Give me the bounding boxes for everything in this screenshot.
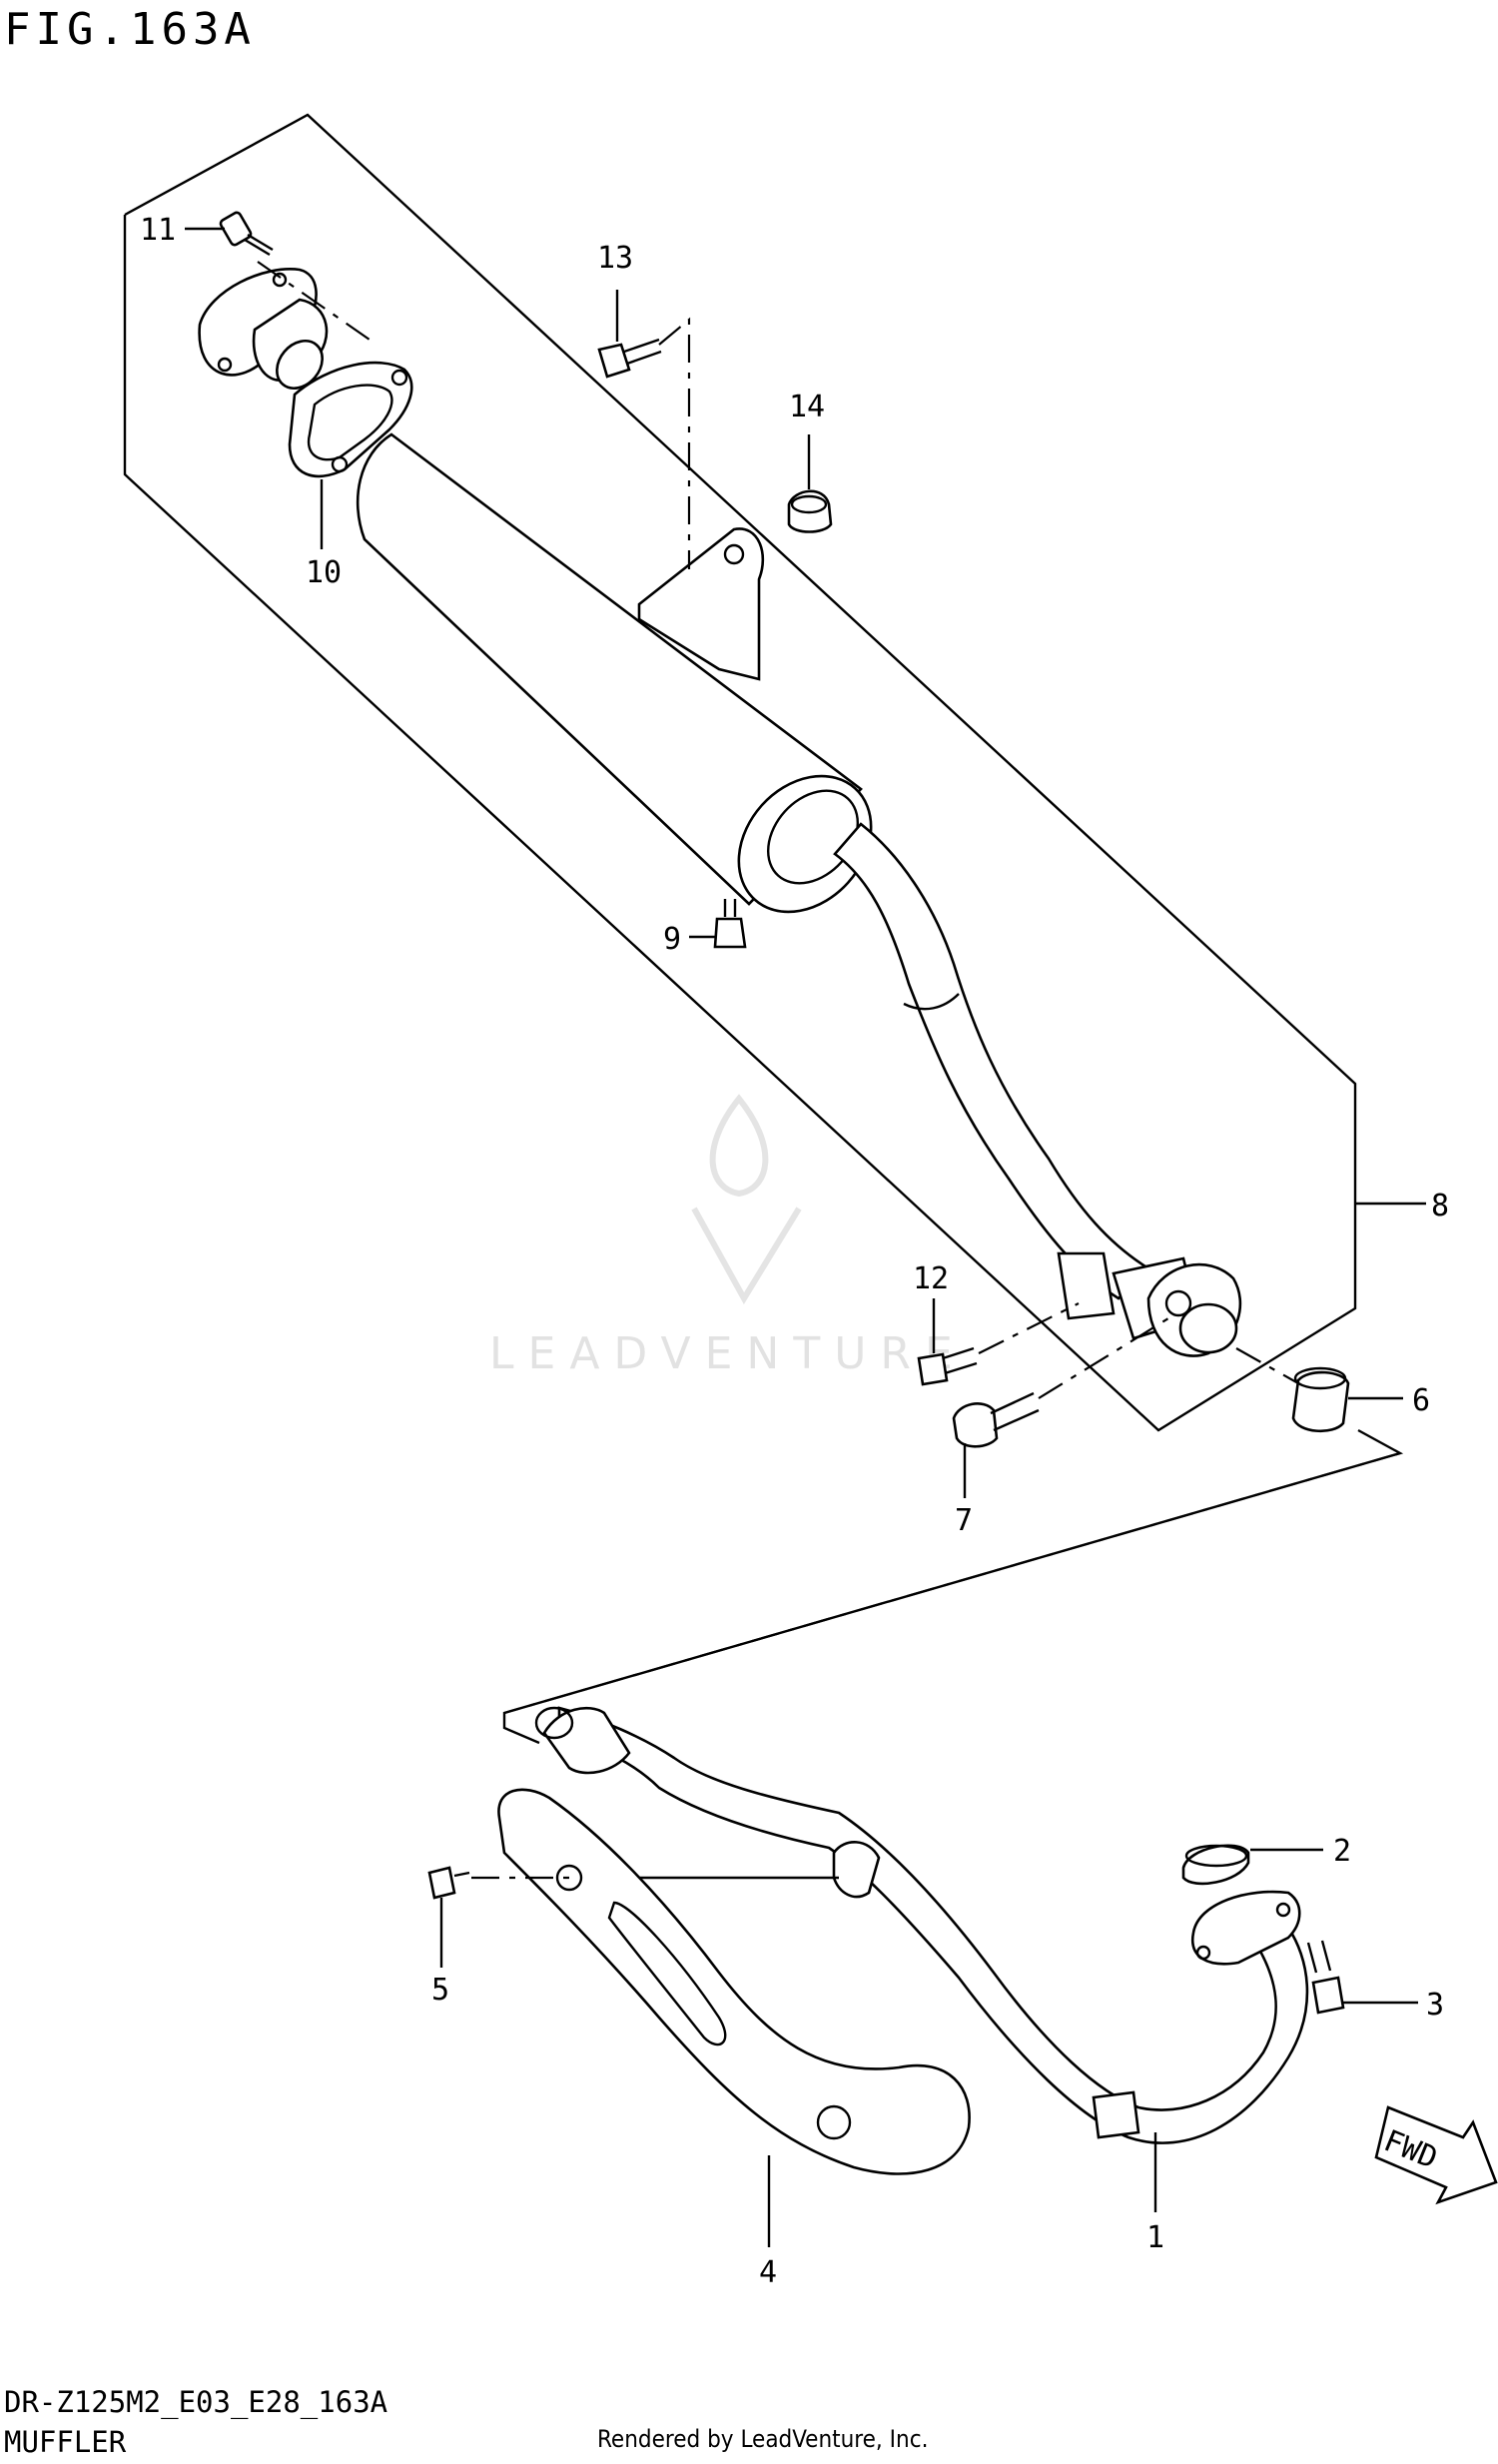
callout-13: 13 xyxy=(597,241,633,276)
bolt-9 xyxy=(713,899,747,949)
dash-13 xyxy=(658,317,691,569)
grommet-14 xyxy=(787,489,833,533)
bolt-5 xyxy=(427,1866,470,1900)
rendered-by: Rendered by LeadVenture, Inc. xyxy=(597,2425,929,2453)
callout-1: 1 xyxy=(1146,2220,1164,2255)
muffler-body xyxy=(356,432,873,914)
bolt-11 xyxy=(219,211,274,257)
callout-9: 9 xyxy=(663,922,681,957)
callout-14: 14 xyxy=(789,390,825,424)
end-cap xyxy=(198,268,329,391)
lower-bracket xyxy=(502,1428,1404,1745)
bolt-13 xyxy=(597,338,662,379)
assembly-outline xyxy=(123,113,1357,1432)
callout-5: 5 xyxy=(431,1973,449,2008)
bolt-7 xyxy=(952,1391,1040,1448)
bolt-12 xyxy=(917,1346,978,1386)
callout-12: 12 xyxy=(913,1261,949,1296)
dash-6 xyxy=(1235,1347,1299,1384)
callout-4: 4 xyxy=(759,2255,777,2290)
callout-11: 11 xyxy=(140,213,176,248)
heat-protector-4 xyxy=(497,1788,971,2175)
diagram-code: DR-Z125M2_E03_E28_163A xyxy=(4,2385,388,2419)
callout-8: 8 xyxy=(1431,1189,1449,1224)
callout-7: 7 xyxy=(955,1503,973,1538)
callout-2: 2 xyxy=(1333,1834,1351,1869)
bolt-3 xyxy=(1306,1940,1345,2015)
muffler-pipe xyxy=(833,822,1242,1357)
dash-7 xyxy=(1038,1317,1169,1399)
callout-10: 10 xyxy=(306,555,342,590)
dash-12 xyxy=(978,1302,1080,1354)
watermark-text: LEADVENTURE xyxy=(489,1328,967,1379)
watermark-logo xyxy=(691,1094,802,1304)
pipe-clamp xyxy=(1146,1262,1242,1357)
diagram-name: MUFFLER xyxy=(4,2425,127,2459)
connector-dash xyxy=(503,1451,1401,1715)
exhaust-pipe-1 xyxy=(534,1706,1309,2144)
gasket-2 xyxy=(1181,1844,1250,1886)
callout-3: 3 xyxy=(1426,1988,1444,2023)
collar-6 xyxy=(1291,1366,1350,1433)
gasket-10 xyxy=(288,361,413,478)
callout-6: 6 xyxy=(1412,1383,1430,1418)
dash-11 xyxy=(257,261,371,341)
figure-title: FIG.163A xyxy=(4,4,256,55)
fwd-arrow-icon: FWD xyxy=(1374,2105,1498,2205)
